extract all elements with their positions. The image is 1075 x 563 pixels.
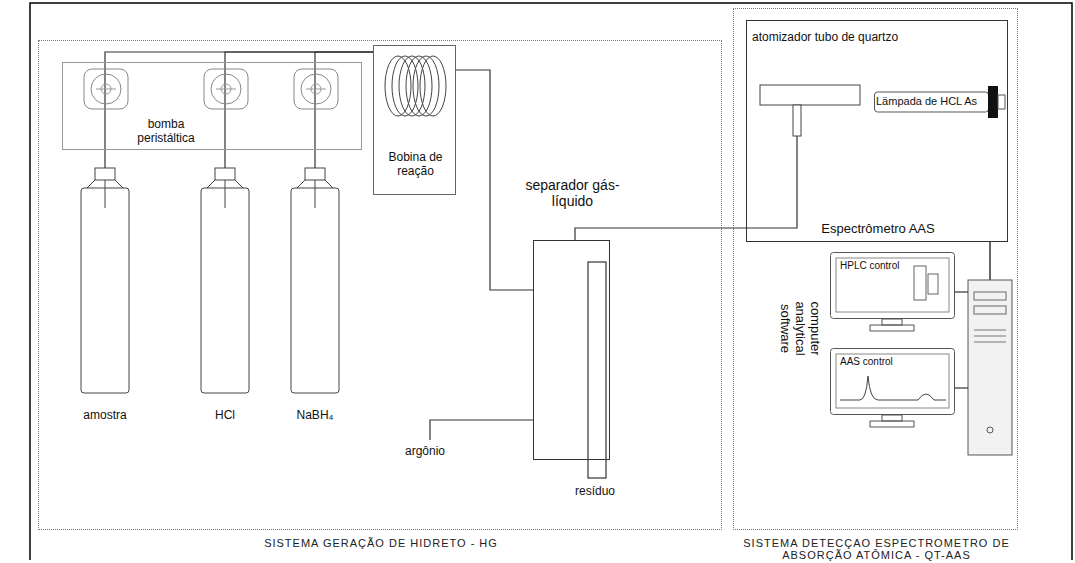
drive-bay xyxy=(974,306,1006,314)
node-label: SISTEMA DETECÇAO ESPECTROMETRO DE ABSORÇ… xyxy=(734,537,1019,561)
drive-bay xyxy=(974,292,1006,300)
argon-line xyxy=(430,420,533,440)
node-label: Lämpada de HCL As xyxy=(876,95,988,108)
peristaltic-pump: bomba peristáltica xyxy=(62,62,362,150)
monitor-screen: AAS control xyxy=(830,348,955,428)
waste-tube xyxy=(588,262,606,478)
flow-label: argônio xyxy=(405,444,445,458)
node-label: amostra xyxy=(65,408,145,422)
tube-connector xyxy=(456,70,533,290)
node-label: atomizador tubo de quartzo xyxy=(752,30,927,44)
peristaltic-pump-outline xyxy=(63,63,361,149)
flow-label: resíduo xyxy=(575,484,615,498)
node-label: Espectrômetro AAS xyxy=(747,221,1009,236)
reagent-bottle-outline xyxy=(75,168,135,430)
reagent-bottle-outline xyxy=(285,168,345,430)
computer-tower xyxy=(968,280,1012,455)
node-label: HCl xyxy=(185,408,265,422)
reagent-bottle: amostra xyxy=(75,168,135,430)
reagent-bottle-outline xyxy=(195,168,255,430)
reagent-bottle: NaBH₄ xyxy=(285,168,345,430)
hollow-cathode-lamp: Lämpada de HCL As xyxy=(874,84,1006,120)
node-label: AAS control xyxy=(840,356,910,368)
node-label: separador gás-líquido xyxy=(522,177,623,209)
reaction-coil: Bobina de reação xyxy=(373,45,456,195)
tower-vent xyxy=(974,330,1006,331)
spectrometer-box: Espectrômetro AAS atomizador tubo de quar… xyxy=(746,20,1008,242)
node-label: HPLC control xyxy=(840,260,906,272)
system-region: SISTEMA DETECÇAO ESPECTROMETRO DE ABSORÇ… xyxy=(733,8,1018,530)
tower-vent xyxy=(974,336,1006,337)
node-label: Bobina de reação xyxy=(376,150,455,178)
monitor-screen: HPLC control xyxy=(830,252,955,332)
data-cable xyxy=(989,242,991,280)
quartz-atomizer-outline xyxy=(752,30,927,136)
tube-connector xyxy=(225,52,373,168)
gas-liquid-separator: separador gás-líquido xyxy=(533,240,610,460)
software-label: computer analytical software xyxy=(778,289,823,369)
outer-frame xyxy=(30,3,1072,560)
tube-connector xyxy=(105,52,373,168)
node-label: SISTEMA GERAÇÃO DE HIDRETO - HG xyxy=(39,537,723,549)
system-region: SISTEMA GERAÇÃO DE HIDRETO - HGbomba per… xyxy=(38,40,722,530)
quartz-atomizer: atomizador tubo de quartzo xyxy=(752,30,927,136)
node-label: NaBH₄ xyxy=(275,408,355,422)
node-label: bomba peristáltica xyxy=(126,117,206,145)
tower-vent xyxy=(974,342,1006,343)
monitor-cable xyxy=(955,387,968,388)
reagent-bottle: HCl xyxy=(195,168,255,430)
monitor-cable xyxy=(955,291,968,292)
power-button xyxy=(987,427,993,433)
